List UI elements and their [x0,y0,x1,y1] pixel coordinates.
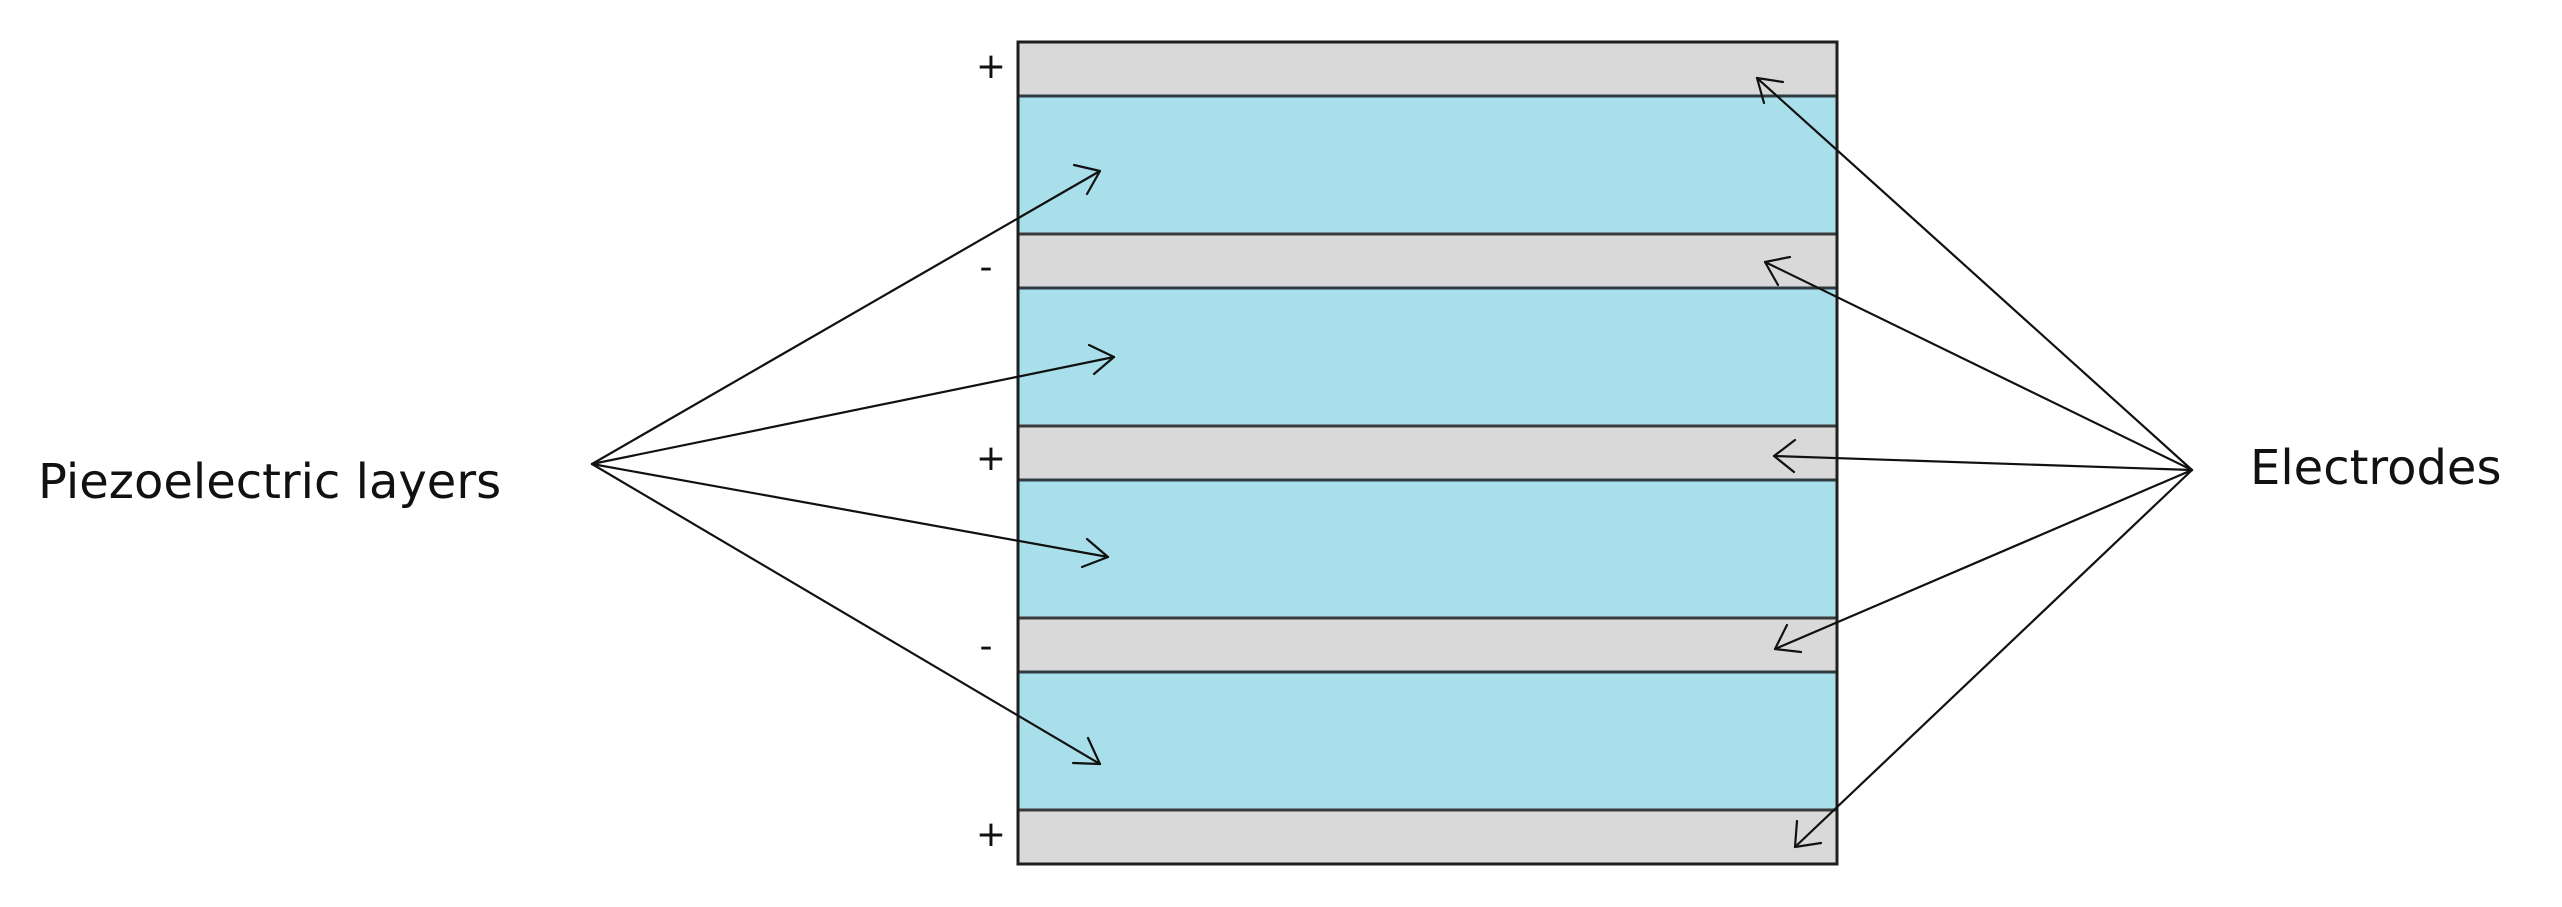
polarity-sign-2: - [980,247,993,288]
electrode-arrow-head-1 [1755,76,1785,105]
piezo-arrow-line-4 [590,462,1102,766]
piezoelectric-pointer-arrows [590,163,1116,766]
electrode-layer-2 [1016,232,1839,290]
electrode-pointer-arrows [1755,76,2194,849]
piezoelectric-layer-4 [1016,670,1839,812]
electrode-layer-1 [1016,40,1839,98]
electrode-layer-3 [1016,424,1839,482]
electrode-layer-4 [1016,616,1839,674]
electrode-arrow-line-5 [1793,468,2194,849]
electrode-arrow-head-3 [1772,438,1797,474]
piezo-arrow-head-1 [1072,163,1102,196]
piezoelectric-layer-2 [1016,286,1839,428]
piezo-arrow-line-2 [590,355,1116,466]
electrode-arrow-head-2 [1763,255,1792,287]
electrode-arrow-line-4 [1773,468,2194,651]
electrode-arrow-line-1 [1755,76,2194,472]
piezo-arrow-head-2 [1087,343,1116,376]
piezo-arrow-line-3 [590,462,1110,559]
piezo-arrow-head-4 [1071,736,1102,766]
layer-stack [1016,40,1839,866]
piezoelectric-layer-1 [1016,94,1839,236]
stack-outline [1016,40,1839,866]
polarity-sign-4: - [980,626,993,667]
electrodes-label: Electrodes [2250,440,2501,496]
electrode-arrow-line-3 [1772,454,2194,472]
electrode-arrow-head-5 [1793,819,1823,849]
piezo-arrow-head-3 [1080,537,1110,569]
electrode-layer-5 [1016,808,1839,866]
piezoelectric-layer-3 [1016,478,1839,620]
piezo-arrow-line-1 [590,169,1102,466]
polarity-sign-5: + [976,814,1006,855]
electrode-arrow-head-4 [1773,623,1803,654]
polarity-sign-1: + [976,46,1006,87]
piezoelectric-layers-label: Piezoelectric layers [38,454,501,510]
electrode-arrow-line-2 [1763,260,2194,472]
polarity-signs: + - + - + [976,46,1006,855]
polarity-sign-3: + [976,438,1006,479]
